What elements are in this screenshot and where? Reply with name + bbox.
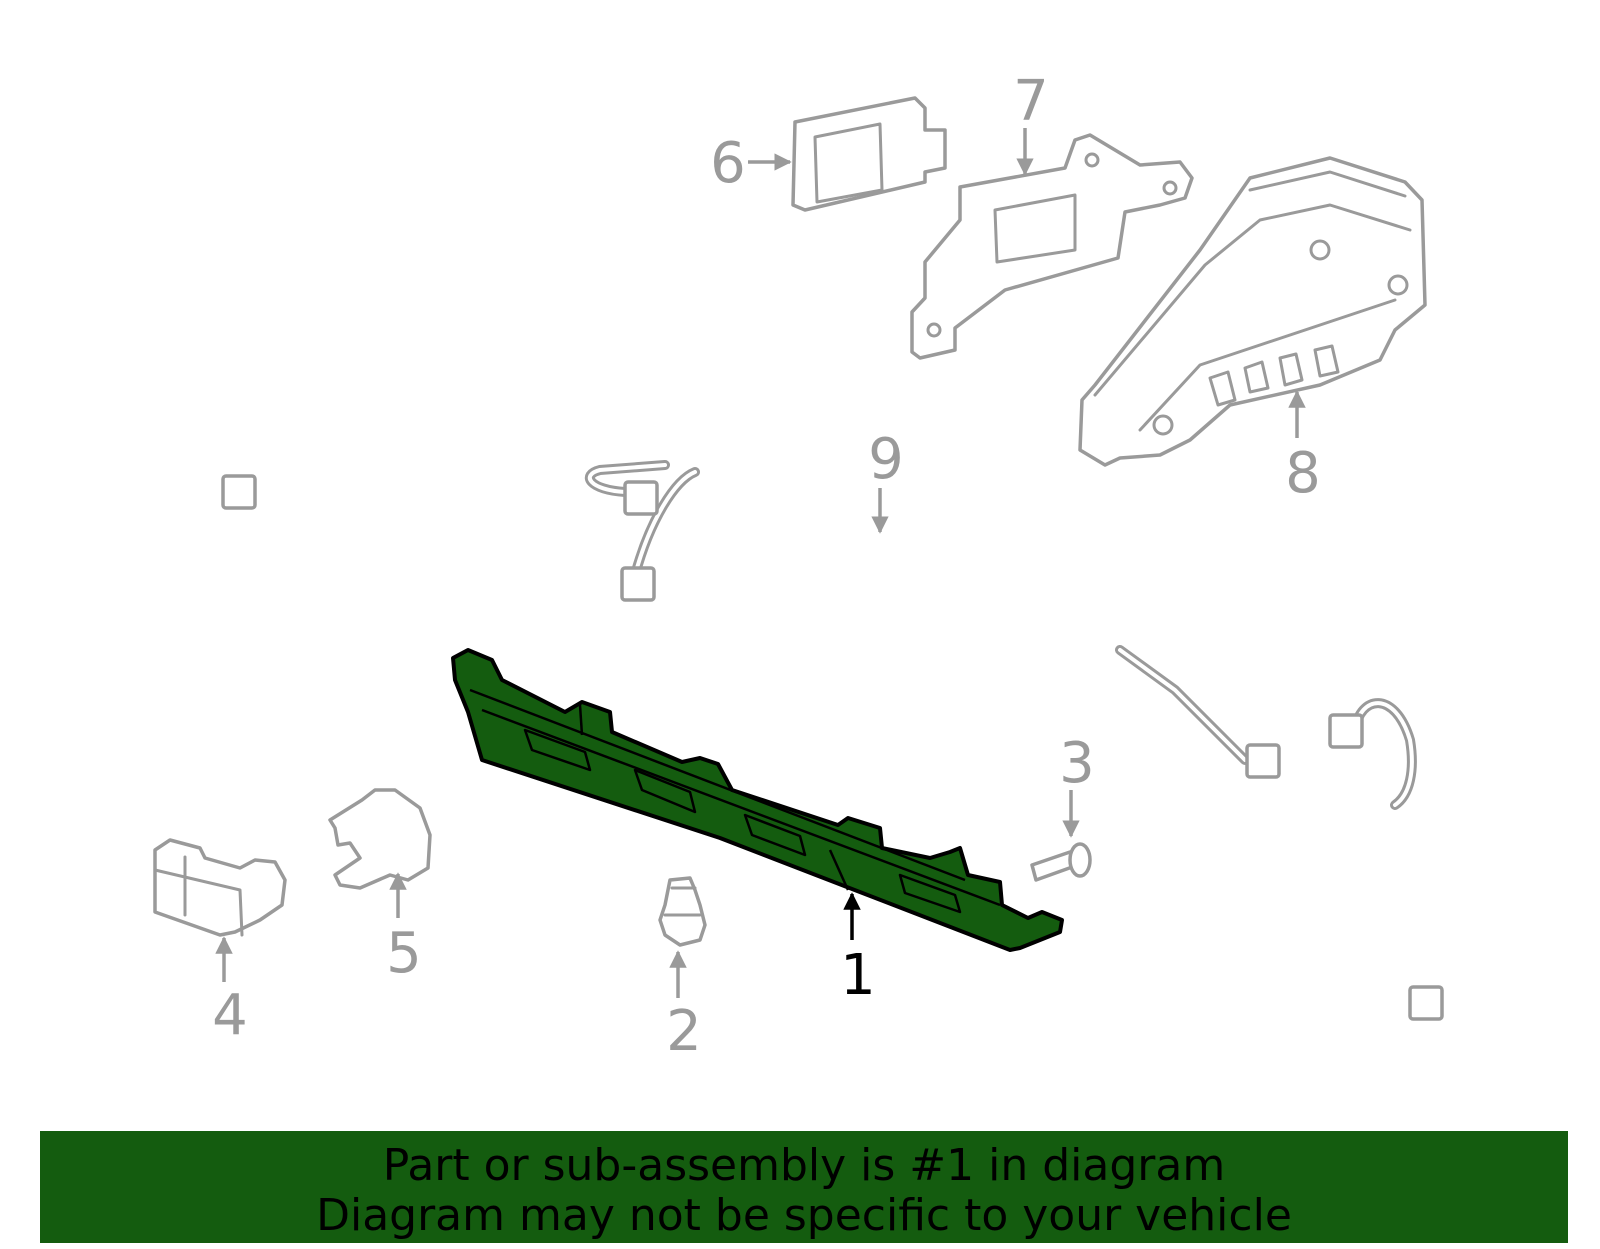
callout-6: 6	[710, 131, 746, 196]
callout-7: 7	[1013, 69, 1049, 134]
callout-4: 4	[212, 983, 248, 1048]
callout-arrows	[215, 128, 1306, 998]
wiring-harness-part-9	[171, 350, 1444, 1021]
bracket-part-7	[910, 133, 1194, 360]
banner-line-part-info: Part or sub-assembly is #1 in diagram	[382, 1140, 1226, 1191]
cover-part-8	[1078, 156, 1427, 467]
parts-diagram: 1 2 3 4 5 6 7 8 9	[153, 69, 1444, 1064]
sensor-part-4	[153, 838, 287, 937]
bracket-part-1-highlighted	[451, 648, 1064, 952]
clip-part-2	[658, 876, 707, 947]
callout-2: 2	[666, 999, 702, 1064]
callout-1: 1	[840, 943, 876, 1008]
callout-8: 8	[1285, 441, 1321, 506]
banner-line-disclaimer: Diagram may not be specific to your vehi…	[316, 1190, 1292, 1241]
callout-5: 5	[386, 921, 422, 986]
bolt-part-3	[1030, 842, 1092, 882]
callout-9: 9	[868, 427, 904, 492]
module-part-6	[791, 96, 947, 212]
retainer-part-5	[328, 788, 432, 890]
info-banner: Part or sub-assembly is #1 in diagram Di…	[40, 1131, 1568, 1243]
callout-3: 3	[1059, 731, 1095, 796]
